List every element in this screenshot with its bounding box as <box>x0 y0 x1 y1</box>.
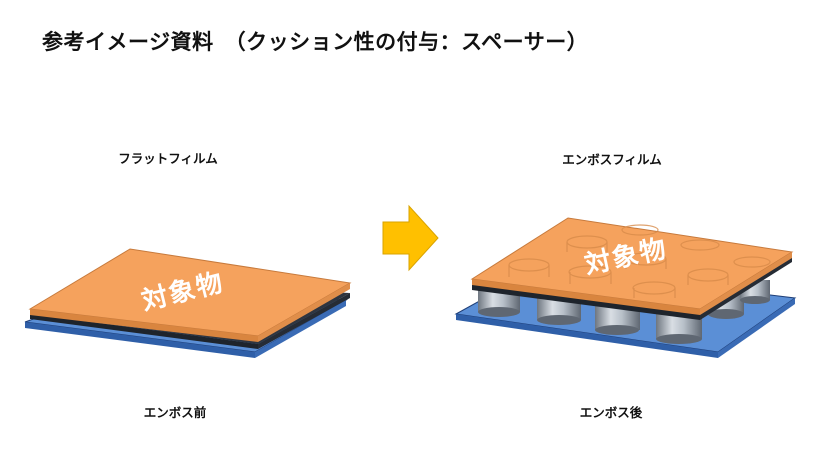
emboss-film-label: エンボスフィルム <box>562 152 662 167</box>
spacer-cylinder <box>537 296 581 325</box>
before-emboss-label: エンボス前 <box>143 405 207 420</box>
right-arrow-icon <box>382 204 439 272</box>
page-title: 参考イメージ資料 （クッション性の付与：スペーサー） <box>42 30 589 54</box>
flat-film-label: フラットフィルム <box>118 151 218 166</box>
emboss-film-stack: 対象物 <box>454 217 797 358</box>
flat-film-stack: 対象物 <box>24 248 352 358</box>
after-emboss-label: エンボス後 <box>579 405 643 420</box>
emboss-bump-outlines <box>508 224 771 298</box>
